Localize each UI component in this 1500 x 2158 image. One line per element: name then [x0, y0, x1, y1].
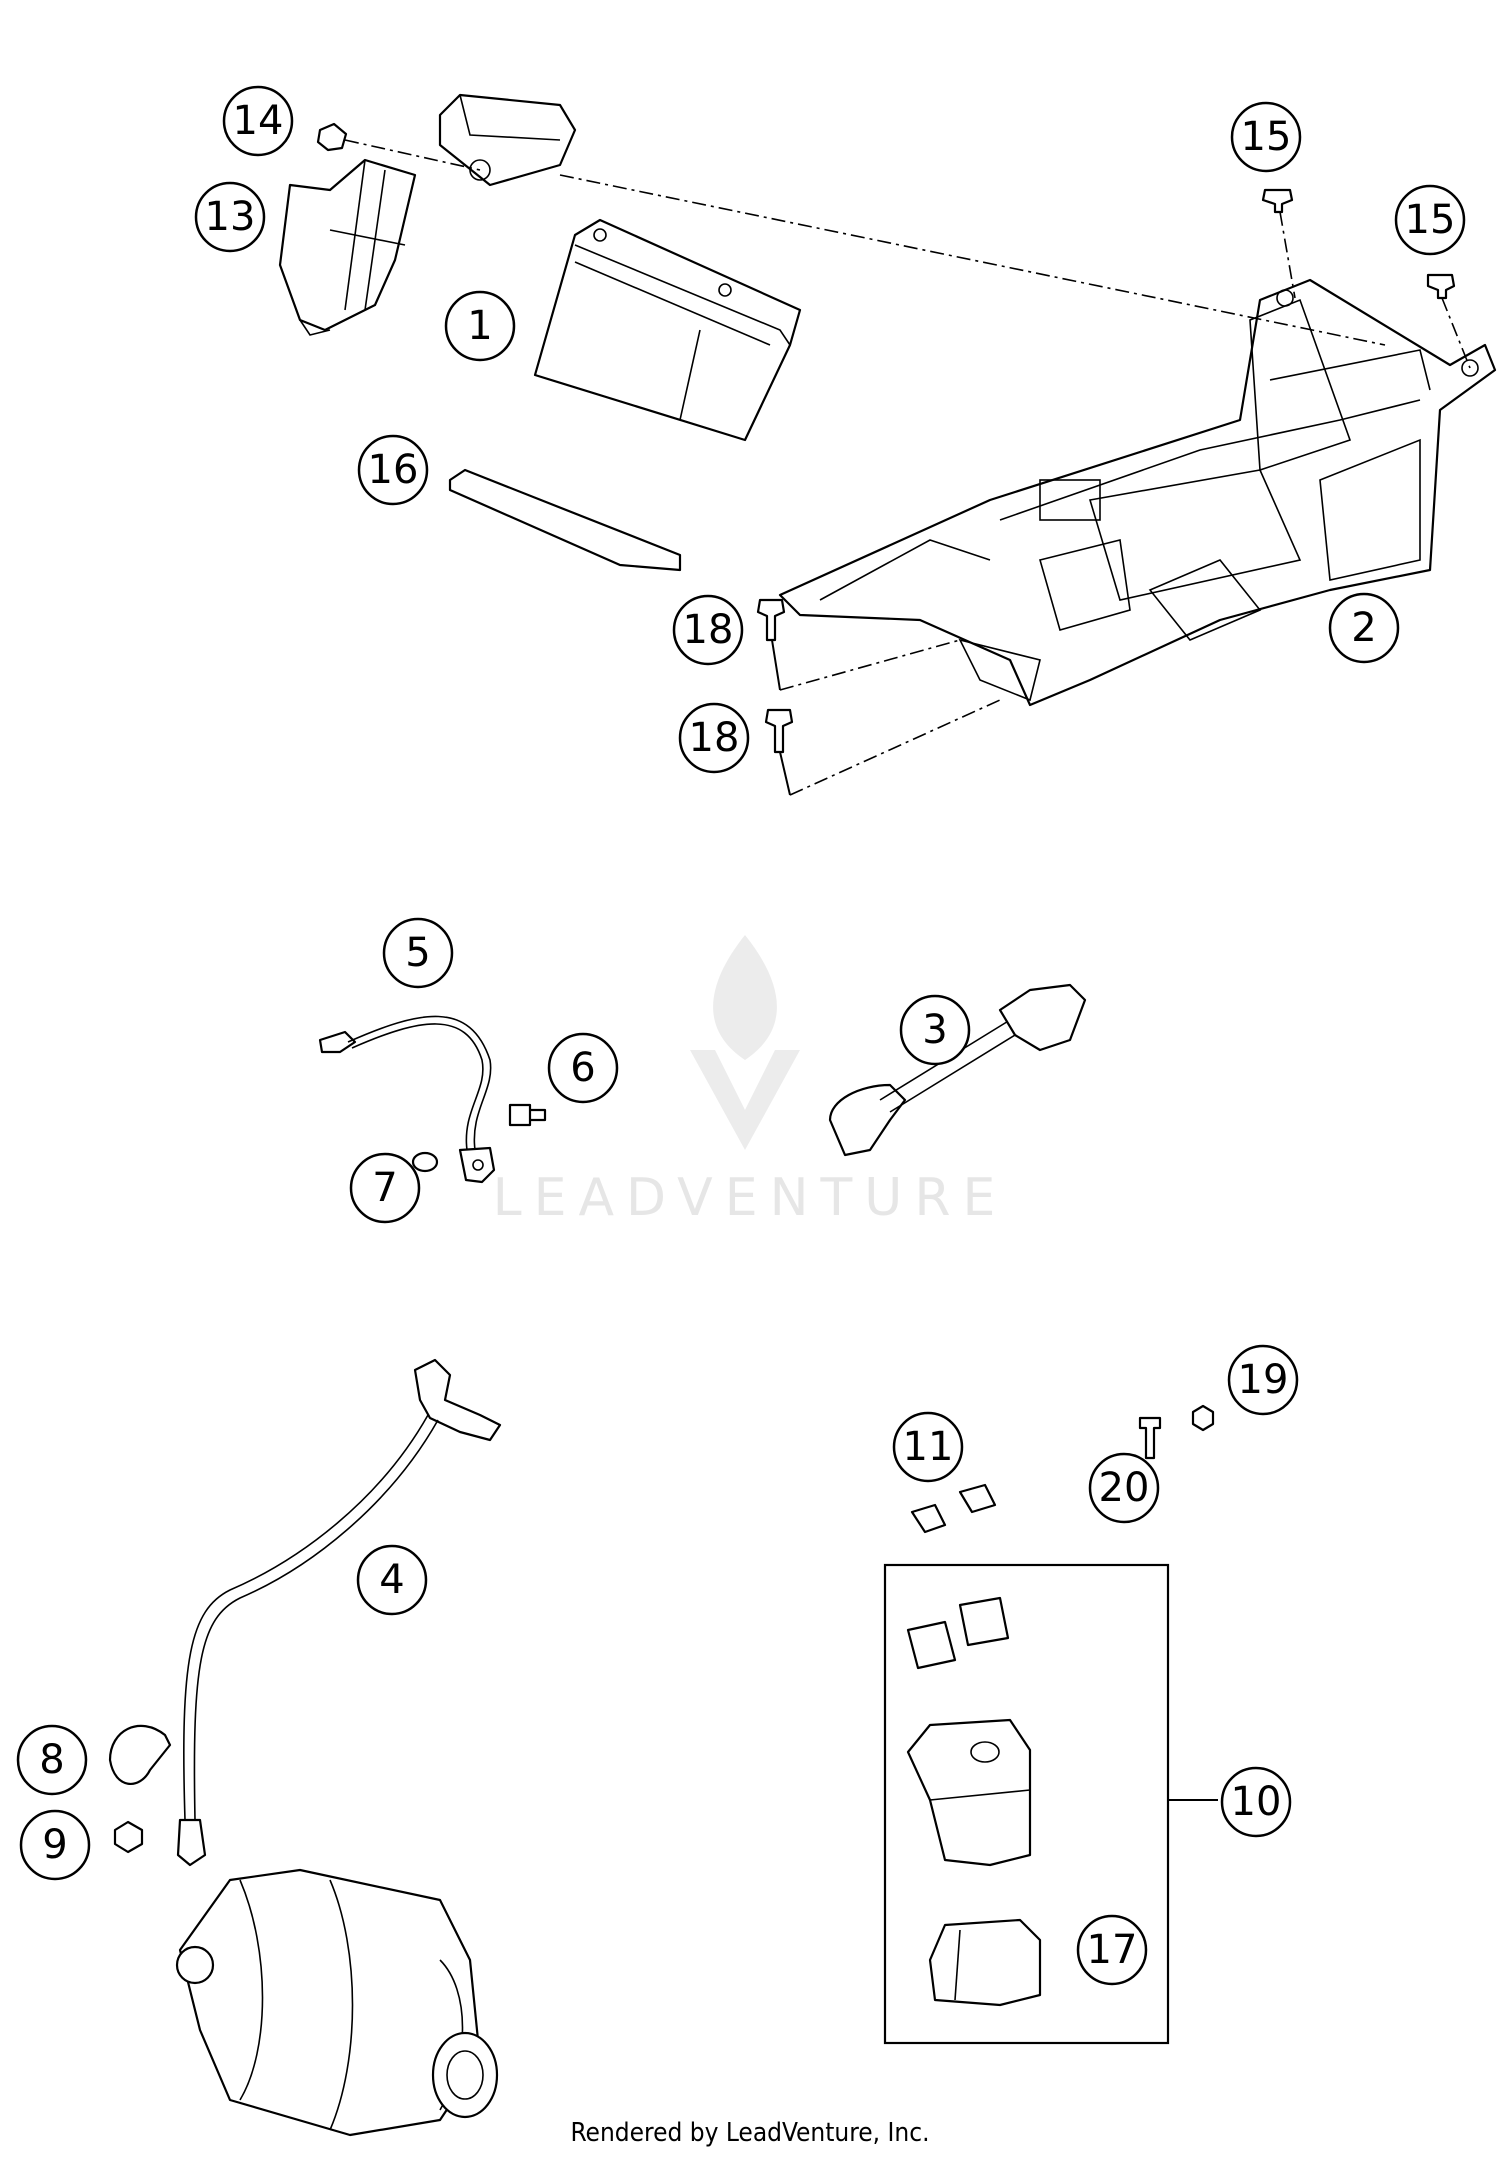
starter-motor — [175, 1868, 499, 2137]
callout-label: 9 — [42, 1822, 67, 1868]
relay-kit-frame — [883, 1563, 1170, 2045]
callout-label: 19 — [1238, 1357, 1289, 1403]
callout-9: 9 — [19, 1809, 91, 1881]
callout-15a: 15 — [1230, 101, 1302, 173]
callout-18b: 18 — [678, 702, 750, 774]
nut-19 — [1191, 1404, 1215, 1432]
callout-label: 14 — [233, 98, 284, 144]
callout-label: 5 — [405, 930, 430, 976]
ground-cable — [318, 1015, 496, 1184]
callout-4: 4 — [356, 1544, 428, 1616]
callout-label: 2 — [1351, 605, 1376, 651]
callout-3: 3 — [899, 994, 971, 1066]
callout-1: 1 — [444, 290, 516, 362]
callout-16: 16 — [357, 434, 429, 506]
callout-10: 10 — [1220, 1766, 1292, 1838]
watermark: LEADVENTURE — [493, 935, 1008, 1228]
callout-label: 18 — [689, 715, 740, 761]
washer-7 — [411, 1151, 439, 1173]
callout-label: 8 — [39, 1737, 64, 1783]
callout-label: 7 — [372, 1165, 397, 1211]
watermark-flame-icon — [713, 935, 777, 1060]
callout-5: 5 — [382, 917, 454, 989]
callout-label: 10 — [1231, 1779, 1282, 1825]
callout-label: 16 — [368, 447, 419, 493]
callout-label: 17 — [1087, 1927, 1138, 1973]
callout-6: 6 — [547, 1032, 619, 1104]
callout-label: 13 — [205, 194, 256, 240]
callout-8: 8 — [16, 1724, 88, 1796]
bolts-18 — [756, 598, 794, 754]
callout-label: 1 — [467, 303, 492, 349]
leader-lines — [344, 139, 1471, 796]
pad-16 — [448, 468, 682, 572]
battery-strap — [278, 158, 417, 336]
callout-2: 2 — [1328, 592, 1400, 664]
callout-label: 6 — [570, 1045, 595, 1091]
battery-bracket — [438, 93, 577, 187]
callout-label: 15 — [1241, 114, 1292, 160]
callout-label: 11 — [903, 1424, 954, 1470]
callout-label: 18 — [683, 607, 734, 653]
bolts-15 — [1261, 188, 1456, 300]
screw-20 — [1138, 1416, 1162, 1460]
starter-cable — [828, 983, 1087, 1157]
cap-8 — [108, 1724, 172, 1786]
callout-17: 17 — [1076, 1914, 1148, 1986]
watermark-text: LEADVENTURE — [493, 1168, 1008, 1228]
battery-tray — [778, 278, 1497, 707]
callout-label: 4 — [379, 1557, 404, 1603]
watermark-v-icon — [690, 1050, 800, 1150]
callout-label: 3 — [922, 1007, 947, 1053]
callout-label: 15 — [1405, 197, 1456, 243]
callout-11: 11 — [892, 1411, 964, 1483]
callout-19: 19 — [1227, 1344, 1299, 1416]
callout-14: 14 — [222, 85, 294, 157]
relay-kit — [883, 1563, 1218, 2045]
callout-13: 13 — [194, 181, 266, 253]
battery — [533, 218, 802, 442]
nut-9 — [113, 1820, 144, 1854]
nut-14 — [316, 122, 348, 152]
fuses-11 — [910, 1483, 997, 1534]
footer-credit: Rendered by LeadVenture, Inc. — [570, 2118, 930, 2148]
callout-18a: 18 — [672, 594, 744, 666]
screw-6 — [508, 1103, 547, 1127]
callout-20: 20 — [1088, 1452, 1160, 1524]
callout-7: 7 — [349, 1152, 421, 1224]
callout-label: 20 — [1099, 1465, 1150, 1511]
callout-15b: 15 — [1394, 184, 1466, 256]
starter-motor-cable — [176, 1358, 502, 1867]
